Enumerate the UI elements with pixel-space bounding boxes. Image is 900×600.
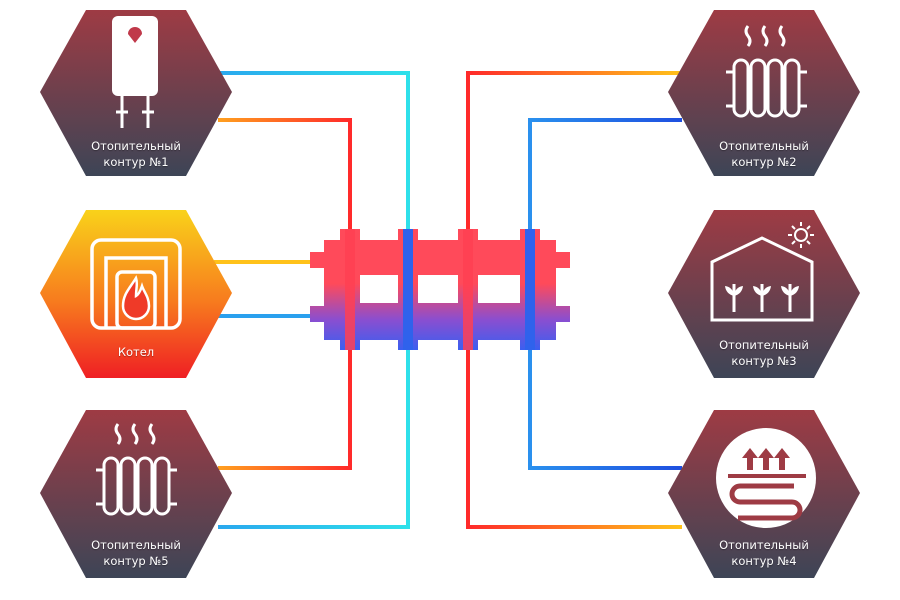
radiator-icon	[96, 423, 177, 516]
label-circuit-4: Отопительный контур №4	[689, 537, 839, 569]
label-boiler-line1: Котел	[117, 345, 155, 359]
pipe-c4-supply	[466, 340, 682, 529]
pipes	[214, 71, 682, 529]
pipe-c1-supply	[218, 71, 410, 235]
label-circuit-4-line2: контур №4	[731, 554, 797, 568]
pipe-c4-return	[528, 340, 682, 470]
node-circuit-5	[40, 410, 232, 578]
label-circuit-2-line2: контур №2	[731, 155, 797, 169]
label-circuit-2-line1: Отопительный	[719, 139, 809, 153]
pipe-c2-return	[528, 118, 682, 235]
manifold-bar-1	[403, 229, 413, 350]
label-circuit-1: Отопительный контур №1	[61, 138, 211, 170]
manifold	[310, 229, 570, 350]
boiler-fire-icon	[90, 238, 182, 330]
underfloor-heating-icon	[716, 428, 816, 528]
node-circuit-3	[668, 210, 860, 378]
label-circuit-5: Отопительный контур №5	[61, 537, 211, 569]
label-circuit-2: Отопительный контур №2	[689, 138, 839, 170]
manifold-bar-3	[345, 229, 355, 350]
node-circuit-4	[668, 410, 860, 578]
pipe-c1-return	[218, 118, 352, 235]
node-boiler	[40, 210, 232, 378]
node-circuit-2	[668, 10, 860, 176]
node-circuit-1	[40, 10, 232, 176]
manifold-body	[310, 229, 570, 350]
sun-icon	[788, 222, 814, 248]
manifold-bar-4	[463, 229, 473, 350]
label-circuit-3-line2: контур №3	[731, 354, 797, 368]
pipe-c5-return	[218, 340, 410, 529]
label-circuit-3: Отопительный контур №3	[689, 337, 839, 369]
pipe-c2-supply	[466, 71, 682, 235]
greenhouse-icon	[710, 236, 814, 322]
label-circuit-1-line1: Отопительный	[91, 139, 181, 153]
label-circuit-5-line1: Отопительный	[91, 538, 181, 552]
label-circuit-5-line2: контур №5	[103, 554, 169, 568]
pipe-c5-supply	[218, 340, 352, 470]
label-circuit-1-line2: контур №1	[103, 155, 169, 169]
water-heater-icon	[112, 16, 158, 128]
manifold-bar-2	[525, 229, 535, 350]
label-circuit-4-line1: Отопительный	[719, 538, 809, 552]
radiator-icon	[726, 25, 807, 118]
label-boiler: Котел	[61, 344, 211, 360]
label-circuit-3-line1: Отопительный	[719, 338, 809, 352]
